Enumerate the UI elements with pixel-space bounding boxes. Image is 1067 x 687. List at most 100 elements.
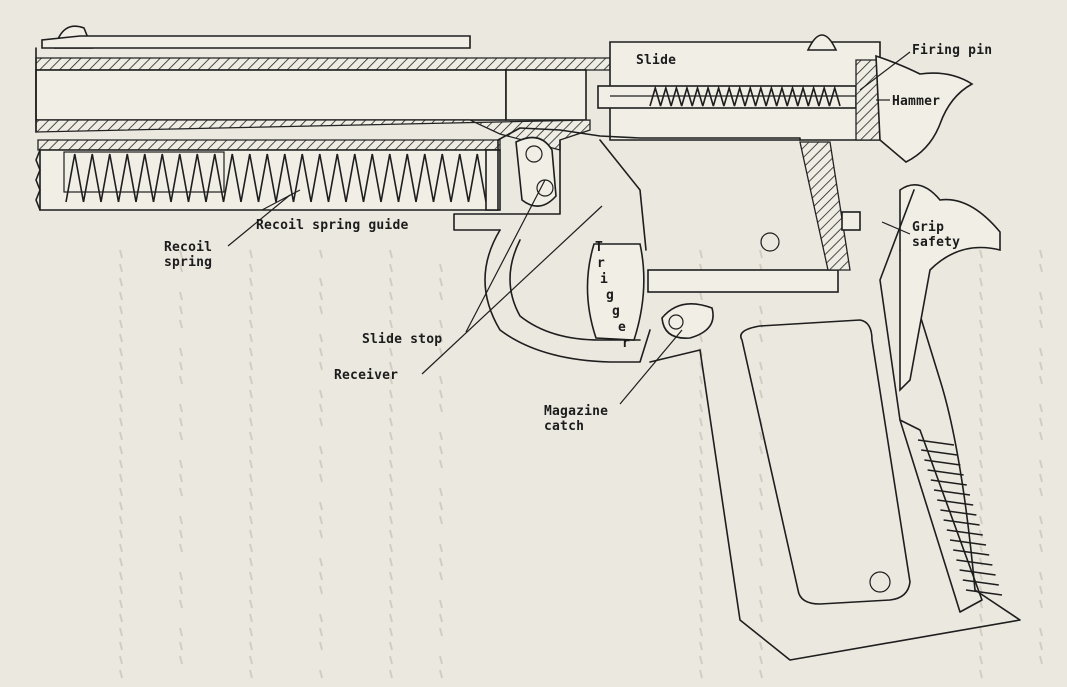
bleed-stroke: [1039, 473, 1043, 483]
bleed-stroke: [179, 529, 183, 539]
bleed-stroke: [249, 613, 253, 623]
bleed-stroke: [439, 669, 443, 679]
magazine-catch-button: [661, 302, 714, 339]
bleed-stroke: [119, 347, 123, 357]
bleed-stroke: [179, 375, 183, 385]
bleed-stroke: [699, 403, 703, 413]
bleed-stroke: [759, 669, 763, 679]
bleed-stroke: [179, 263, 183, 273]
bleed-stroke: [319, 333, 323, 343]
bleed-stroke: [119, 529, 123, 539]
grip-safety-shape: [899, 184, 1001, 392]
bleed-stroke: [699, 417, 703, 427]
bleed-stroke: [699, 375, 703, 385]
label-magazine-catch-line2: catch: [544, 419, 585, 434]
bleed-stroke: [1039, 263, 1043, 273]
leader-recoil-guide: [261, 189, 301, 211]
label-slide: Slide: [636, 53, 677, 68]
bleed-stroke: [389, 249, 393, 259]
recoil-spring-assembly: [35, 139, 501, 211]
frame-slide-stop-cut: [599, 139, 647, 251]
bleed-stroke: [249, 319, 253, 329]
bleed-stroke: [389, 417, 393, 427]
bleed-stroke: [1039, 361, 1043, 371]
bleed-stroke: [439, 277, 443, 287]
bleed-stroke: [699, 459, 703, 469]
label-grip-safety: Grip safety: [912, 220, 960, 250]
bleed-stroke: [319, 627, 323, 637]
bleed-stroke: [119, 487, 123, 497]
bleed-stroke: [699, 543, 703, 553]
label-magazine-catch-line1: Magazine: [544, 404, 609, 419]
bleed-stroke: [439, 389, 443, 399]
frame-dust-cover: [453, 139, 561, 231]
firing-pin-spring: [649, 85, 841, 107]
bleed-stroke: [319, 403, 323, 413]
bleed-stroke: [249, 627, 253, 637]
bleed-stroke: [439, 487, 443, 497]
bleed-stroke: [439, 431, 443, 441]
bleed-stroke: [389, 361, 393, 371]
bleed-stroke: [979, 543, 983, 553]
bleed-stroke: [699, 627, 703, 637]
label-grip-safety-line1: Grip: [912, 220, 945, 235]
bleed-stroke: [979, 473, 983, 483]
label-trigger-letter: i: [600, 272, 609, 287]
bleed-stroke: [389, 389, 393, 399]
label-magazine-catch: Magazine catch: [544, 404, 608, 434]
leader-lines: [227, 51, 911, 405]
barrel-bore: [35, 69, 507, 121]
bleed-stroke: [119, 543, 123, 553]
slide-assembly: [35, 25, 881, 151]
recoil-spring-guide-rod: [63, 151, 225, 193]
bleed-stroke: [179, 305, 183, 315]
bleed-stroke: [249, 333, 253, 343]
spring-guide-head: [485, 149, 501, 211]
bleed-stroke: [319, 361, 323, 371]
chamber: [505, 69, 587, 121]
recoil-spring-coils: [65, 153, 487, 203]
bleed-stroke: [439, 347, 443, 357]
bleed-stroke: [179, 515, 183, 525]
bleed-stroke: [979, 291, 983, 301]
bleed-stroke: [249, 585, 253, 595]
bleed-stroke: [759, 641, 763, 651]
bleed-stroke: [249, 557, 253, 567]
bleed-stroke: [979, 515, 983, 525]
slide-stop-lug: [515, 136, 557, 207]
bleed-stroke: [389, 431, 393, 441]
bleed-stroke: [179, 571, 183, 581]
recoil-spring-zigzag: [65, 153, 487, 203]
bleed-stroke: [249, 543, 253, 553]
trigger-guard-outer: [484, 229, 651, 363]
slide-top-rail: [41, 35, 471, 49]
bleed-stroke: [179, 599, 183, 609]
bleed-stroke: [1039, 543, 1043, 553]
bleed-stroke: [389, 599, 393, 609]
bleed-stroke: [699, 487, 703, 497]
bleed-stroke: [699, 249, 703, 259]
bleed-stroke: [979, 459, 983, 469]
bleed-stroke: [1039, 655, 1043, 665]
mainspring-zigzag: [917, 439, 1003, 596]
bleed-stroke: [119, 277, 123, 287]
bleed-stroke: [1039, 641, 1043, 651]
bleed-stroke: [1039, 305, 1043, 315]
bleed-stroke: [119, 305, 123, 315]
bleed-stroke: [979, 403, 983, 413]
bleed-stroke: [119, 375, 123, 385]
bleed-stroke: [439, 291, 443, 301]
bleed-stroke: [179, 459, 183, 469]
bleed-stroke: [119, 417, 123, 427]
bleed-stroke: [119, 599, 123, 609]
sear-block: [799, 141, 851, 271]
bleed-stroke: [319, 291, 323, 301]
bleed-stroke: [439, 599, 443, 609]
label-recoil-spring-guide: Recoil spring guide: [256, 218, 409, 233]
bleed-stroke: [979, 445, 983, 455]
bleed-stroke: [119, 641, 123, 651]
label-recoil-spring-line1: Recoil: [164, 240, 213, 255]
bleed-stroke: [979, 319, 983, 329]
